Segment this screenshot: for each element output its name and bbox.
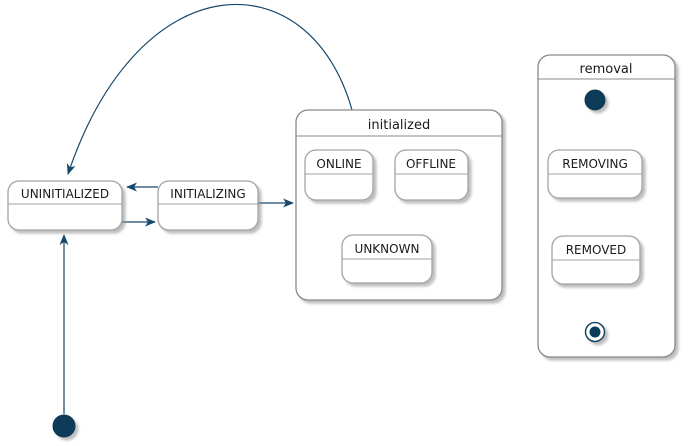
state-online-label: ONLINE — [316, 157, 361, 171]
state-unknown: UNKNOWN — [341, 234, 433, 284]
state-uninitialized: UNINITIALIZED — [7, 180, 123, 231]
state-removing-label: REMOVING — [562, 157, 628, 171]
final-state-core — [589, 326, 601, 338]
composite-state-removal-title: removal — [580, 62, 633, 77]
state-initializing-box — [157, 180, 259, 231]
state-online-box — [304, 149, 374, 201]
state-uninitialized-box — [7, 180, 123, 231]
composite-state-initialized-title: initialized — [368, 118, 430, 133]
removal-final-state-icon — [584, 321, 606, 343]
state-online: ONLINE — [304, 149, 374, 201]
composite-state-removal-box — [537, 54, 676, 358]
state-removed: REMOVED — [551, 235, 641, 285]
state-removing: REMOVING — [547, 149, 643, 199]
state-initializing: INITIALIZING — [157, 180, 259, 231]
state-offline-label: OFFLINE — [406, 157, 456, 171]
initial-state-icon — [52, 414, 76, 438]
transition-initialized-to-uninitialized — [66, 3, 353, 175]
state-initializing-label: INITIALIZING — [170, 187, 245, 201]
removal-initial-state-icon — [584, 89, 606, 111]
composite-state-removal: removal — [537, 54, 676, 358]
state-unknown-label: UNKNOWN — [355, 242, 420, 256]
state-offline: OFFLINE — [394, 149, 469, 201]
state-offline-box — [394, 149, 469, 201]
state-removed-label: REMOVED — [566, 243, 627, 257]
state-uninitialized-label: UNINITIALIZED — [21, 187, 109, 201]
